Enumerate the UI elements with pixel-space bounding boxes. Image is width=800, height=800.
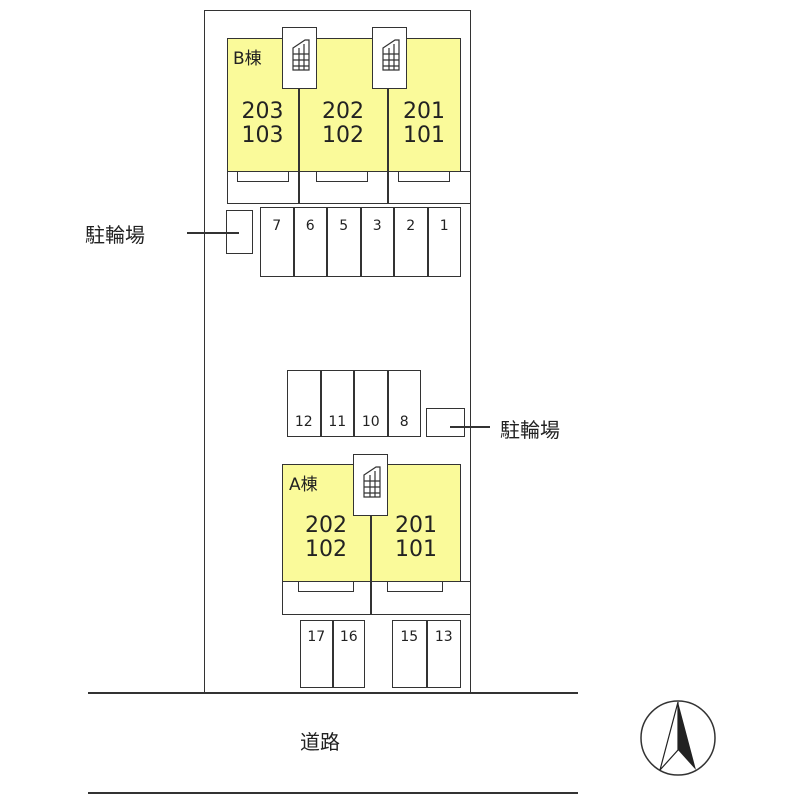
- parking-slot: 1: [427, 207, 461, 277]
- parking-slot: 2: [394, 207, 428, 277]
- parking-bottom-right: 15 13: [392, 620, 461, 688]
- stairs-icon: [282, 27, 317, 89]
- parking-slot: 5: [327, 207, 361, 277]
- parking-middle: 12 11 10 8: [287, 370, 421, 437]
- building-a-label: A棟: [289, 475, 318, 495]
- parking-bottom-left: 17 16: [300, 620, 365, 688]
- building-b-label: B棟: [233, 49, 262, 69]
- balcony-a: [282, 581, 471, 615]
- bicycle-parking-a: [426, 408, 465, 437]
- lot-boundary: [204, 10, 471, 694]
- stairs-icon: [353, 454, 388, 516]
- stairs-icon: [372, 27, 407, 89]
- parking-slot: 10: [354, 370, 388, 437]
- parking-slot: 15: [392, 620, 427, 688]
- parking-slot: 16: [332, 620, 365, 688]
- parking-slot: 7: [260, 207, 294, 277]
- road-edge: [88, 792, 578, 794]
- parking-slot: 3: [360, 207, 394, 277]
- parking-slot: 12: [287, 370, 321, 437]
- road-edge: [88, 692, 578, 694]
- bicycle-parking-label: 駐輪場: [85, 223, 145, 247]
- road-label: 道路: [300, 730, 340, 754]
- parking-slot: 8: [387, 370, 421, 437]
- parking-slot: 11: [320, 370, 354, 437]
- parking-slot: 13: [426, 620, 461, 688]
- parking-slot: 6: [293, 207, 327, 277]
- bicycle-parking-label: 駐輪場: [500, 418, 560, 442]
- parking-top: 7 6 5 3 2 1: [260, 207, 461, 277]
- parking-slot: 17: [300, 620, 333, 688]
- north-arrow-icon: [640, 700, 716, 776]
